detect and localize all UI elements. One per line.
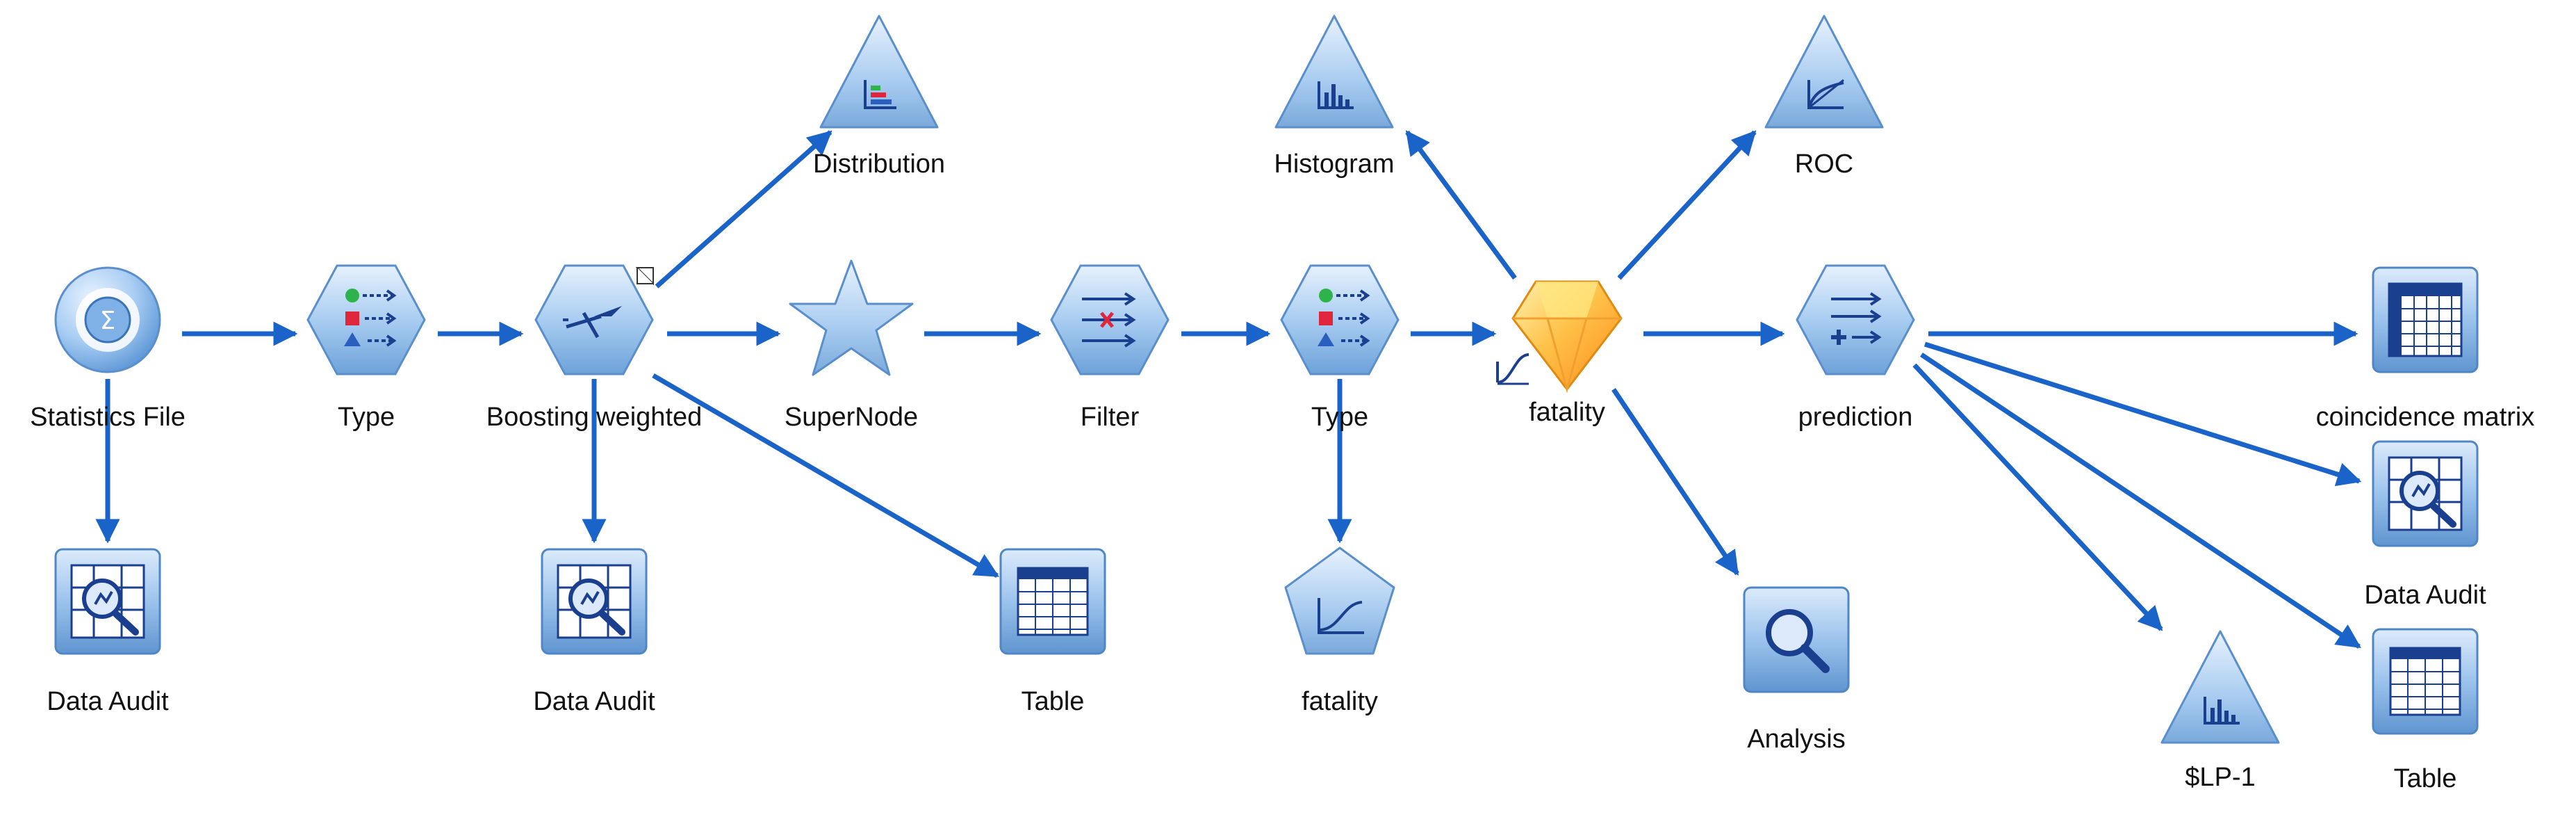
supernode-node[interactable]: SuperNode bbox=[785, 259, 918, 432]
logistic-modeling-node-icon bbox=[1284, 547, 1395, 655]
lp1-histogram-node[interactable]: $LP-1 bbox=[2160, 630, 2280, 792]
model-nugget-gem-icon bbox=[1511, 280, 1623, 394]
node-label: Type bbox=[1311, 403, 1368, 432]
matrix-output-icon bbox=[2372, 266, 2479, 373]
node-label: fatality bbox=[1529, 398, 1605, 427]
link-fatality-model-to-histogram[interactable] bbox=[1405, 130, 1517, 280]
link-prediction-to-table[interactable] bbox=[1920, 353, 2361, 649]
link-prediction-to-lp1[interactable] bbox=[1912, 363, 2163, 631]
derive-node-icon bbox=[1796, 264, 1915, 375]
node-label: Table bbox=[1022, 687, 1085, 716]
table-node-1[interactable]: Table bbox=[999, 548, 1106, 716]
logistic-curve-icon bbox=[1496, 353, 1529, 385]
coincidence-matrix-node[interactable]: coincidence matrix bbox=[2316, 266, 2535, 432]
data-audit-icon bbox=[541, 548, 648, 655]
histogram-node[interactable]: Histogram bbox=[1274, 15, 1395, 179]
distribution-graph-icon bbox=[819, 15, 939, 129]
node-label: Data Audit bbox=[533, 687, 655, 716]
node-label: Table bbox=[2394, 764, 2457, 793]
type-node-icon bbox=[1280, 264, 1400, 375]
link-boosting-to-distribution[interactable] bbox=[655, 130, 832, 289]
node-label: prediction bbox=[1798, 403, 1913, 432]
node-label: Distribution bbox=[813, 149, 945, 179]
fatality-model-nugget[interactable]: fatality bbox=[1496, 280, 1623, 427]
node-label: Statistics File bbox=[30, 403, 186, 432]
type-node-2[interactable]: Type bbox=[1280, 264, 1400, 432]
link-fatality-model-to-analysis[interactable] bbox=[1611, 388, 1739, 576]
data-audit-node-3[interactable]: Data Audit bbox=[2364, 440, 2486, 610]
link-boosting-to-table[interactable] bbox=[652, 373, 1000, 579]
roc-node[interactable]: ROC bbox=[1764, 15, 1884, 179]
table-output-icon bbox=[999, 548, 1106, 655]
type-node[interactable]: Type bbox=[306, 264, 426, 432]
node-label: ROC bbox=[1795, 149, 1853, 179]
data-audit-node-1[interactable]: Data Audit bbox=[47, 548, 169, 716]
node-label: Data Audit bbox=[47, 687, 169, 716]
table-node-2[interactable]: Table bbox=[2372, 628, 2479, 793]
histogram-graph-icon bbox=[1274, 15, 1394, 129]
data-audit-node-2[interactable]: Data Audit bbox=[533, 548, 655, 716]
note-corner-icon bbox=[635, 267, 654, 286]
link-prediction-to-data-audit[interactable] bbox=[1923, 341, 2362, 487]
node-label: Boosting weighted bbox=[486, 403, 703, 432]
node-label: coincidence matrix bbox=[2316, 403, 2535, 432]
node-label: fatality bbox=[1302, 687, 1378, 716]
filter-node[interactable]: Filter bbox=[1050, 264, 1170, 432]
node-label: $LP-1 bbox=[2185, 763, 2255, 792]
analysis-node[interactable]: Analysis bbox=[1743, 586, 1850, 754]
filter-node-icon bbox=[1050, 264, 1170, 375]
analysis-magnifier-icon bbox=[1743, 586, 1850, 693]
histogram-graph-icon bbox=[2160, 630, 2280, 744]
roc-graph-icon bbox=[1764, 15, 1884, 129]
supernode-star-icon bbox=[789, 259, 914, 376]
node-label: Type bbox=[338, 403, 395, 432]
type-node-icon bbox=[306, 264, 426, 375]
table-output-icon bbox=[2372, 628, 2479, 735]
node-label: Histogram bbox=[1274, 149, 1394, 179]
node-label: Analysis bbox=[1747, 725, 1846, 754]
boosting-weighting-node-icon bbox=[534, 264, 654, 375]
distribution-node[interactable]: Distribution bbox=[813, 15, 945, 179]
node-label: SuperNode bbox=[785, 403, 918, 432]
link-fatality-model-to-roc[interactable] bbox=[1617, 130, 1757, 280]
node-label: Data Audit bbox=[2364, 581, 2486, 610]
data-audit-icon bbox=[54, 548, 161, 655]
statistics-file-node[interactable]: Σ Statistics File bbox=[30, 266, 186, 432]
links bbox=[95, 130, 2362, 649]
fatality-modeling-node[interactable]: fatality bbox=[1284, 547, 1395, 716]
prediction-node[interactable]: prediction bbox=[1796, 264, 1915, 432]
svg-text:Σ: Σ bbox=[100, 307, 116, 335]
data-audit-icon bbox=[2372, 440, 2479, 547]
boosting-weighted-node[interactable]: Boosting weighted bbox=[486, 264, 703, 432]
node-label: Filter bbox=[1081, 403, 1140, 432]
statistics-file-source-icon: Σ bbox=[54, 266, 161, 373]
